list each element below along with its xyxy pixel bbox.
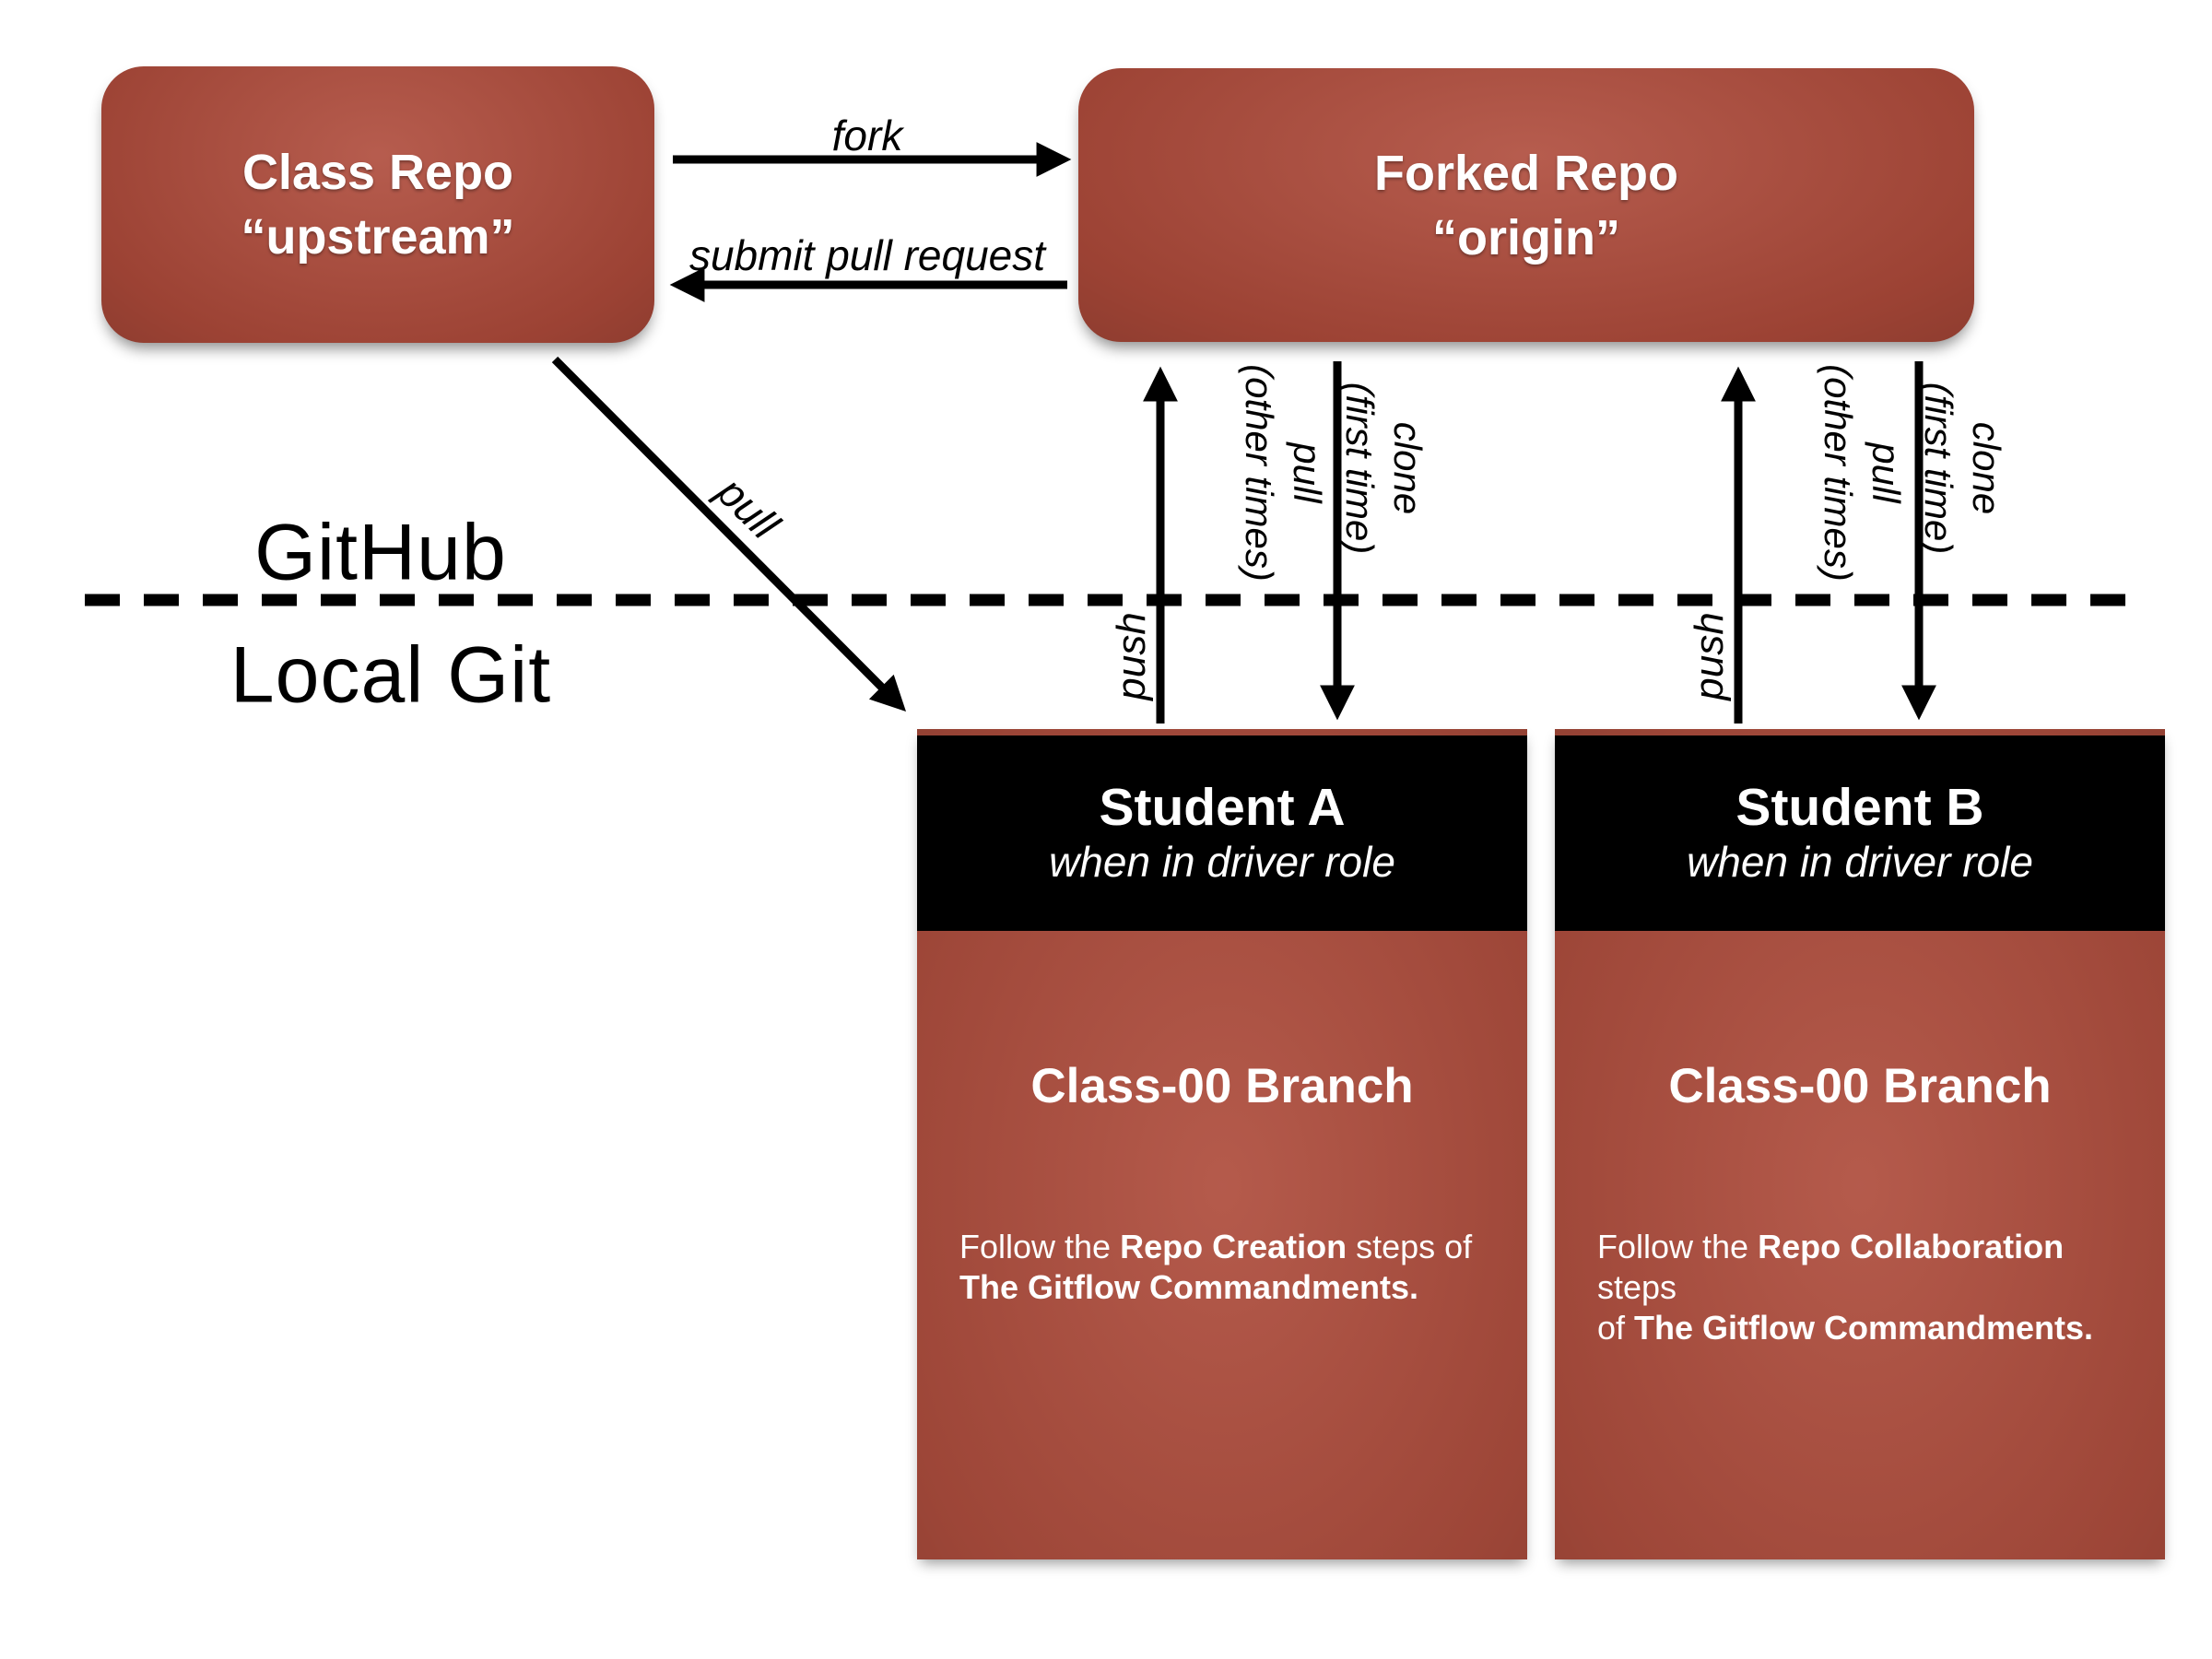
student-b-instructions-line1: Follow the Repo Collaboration steps <box>1597 1228 2065 1306</box>
clone-first-time-label-a: clone (first time) <box>1338 382 1430 555</box>
pull-arrow <box>551 356 907 712</box>
class-repo-box: Class Repo “upstream” <box>101 66 654 343</box>
student-a-role: when in driver role <box>1049 838 1395 886</box>
pull-other-times-label-a: pull (other times) <box>1238 364 1329 582</box>
student-b-branch: Class-00 Branch <box>1668 1059 2052 1113</box>
local-git-zone-label: Local Git <box>229 630 552 720</box>
student-a-card: Student A when in driver role Class-00 B… <box>917 729 1527 1559</box>
github-zone-label: GitHub <box>254 508 507 597</box>
forked-repo-box: Forked Repo “origin” <box>1078 68 1974 342</box>
push-label-a: push <box>1109 612 1154 700</box>
student-a-branch: Class-00 Branch <box>1030 1059 1414 1113</box>
clone-first-time-label-b: clone (first time) <box>1917 382 2008 555</box>
student-b-header: Student B when in driver role <box>1555 735 2165 931</box>
student-b-title: Student B <box>1735 778 1984 837</box>
pull-label: pull <box>708 467 789 548</box>
submit-pull-request-label: submit pull request <box>688 231 1046 279</box>
fork-label: fork <box>831 112 903 159</box>
student-a-instructions-line1: Follow the Repo Creation steps of <box>959 1228 1473 1265</box>
pull-other-times-label-b: pull (other times) <box>1817 364 1908 582</box>
student-a-instructions: Follow the Repo Creation steps of The Gi… <box>959 1227 1503 1308</box>
class-repo-title: Class Repo <box>241 145 514 200</box>
forked-repo-title: Forked Repo <box>1373 145 1679 201</box>
student-b-instructions-line2: of The Gitflow Commandments. <box>1597 1309 2094 1347</box>
class-repo-subtitle: “upstream” <box>241 209 515 265</box>
forked-repo-subtitle: “origin” <box>1432 209 1620 265</box>
push-label-b: push <box>1687 612 1732 700</box>
student-b-role: when in driver role <box>1687 838 2033 886</box>
student-a-title: Student A <box>1099 778 1346 837</box>
student-a-header: Student A when in driver role <box>917 735 1527 931</box>
student-a-instructions-line2: The Gitflow Commandments. <box>959 1268 1419 1306</box>
student-b-card: Student B when in driver role Class-00 B… <box>1555 729 2165 1559</box>
student-b-instructions: Follow the Repo Collaboration steps of T… <box>1597 1227 2141 1348</box>
